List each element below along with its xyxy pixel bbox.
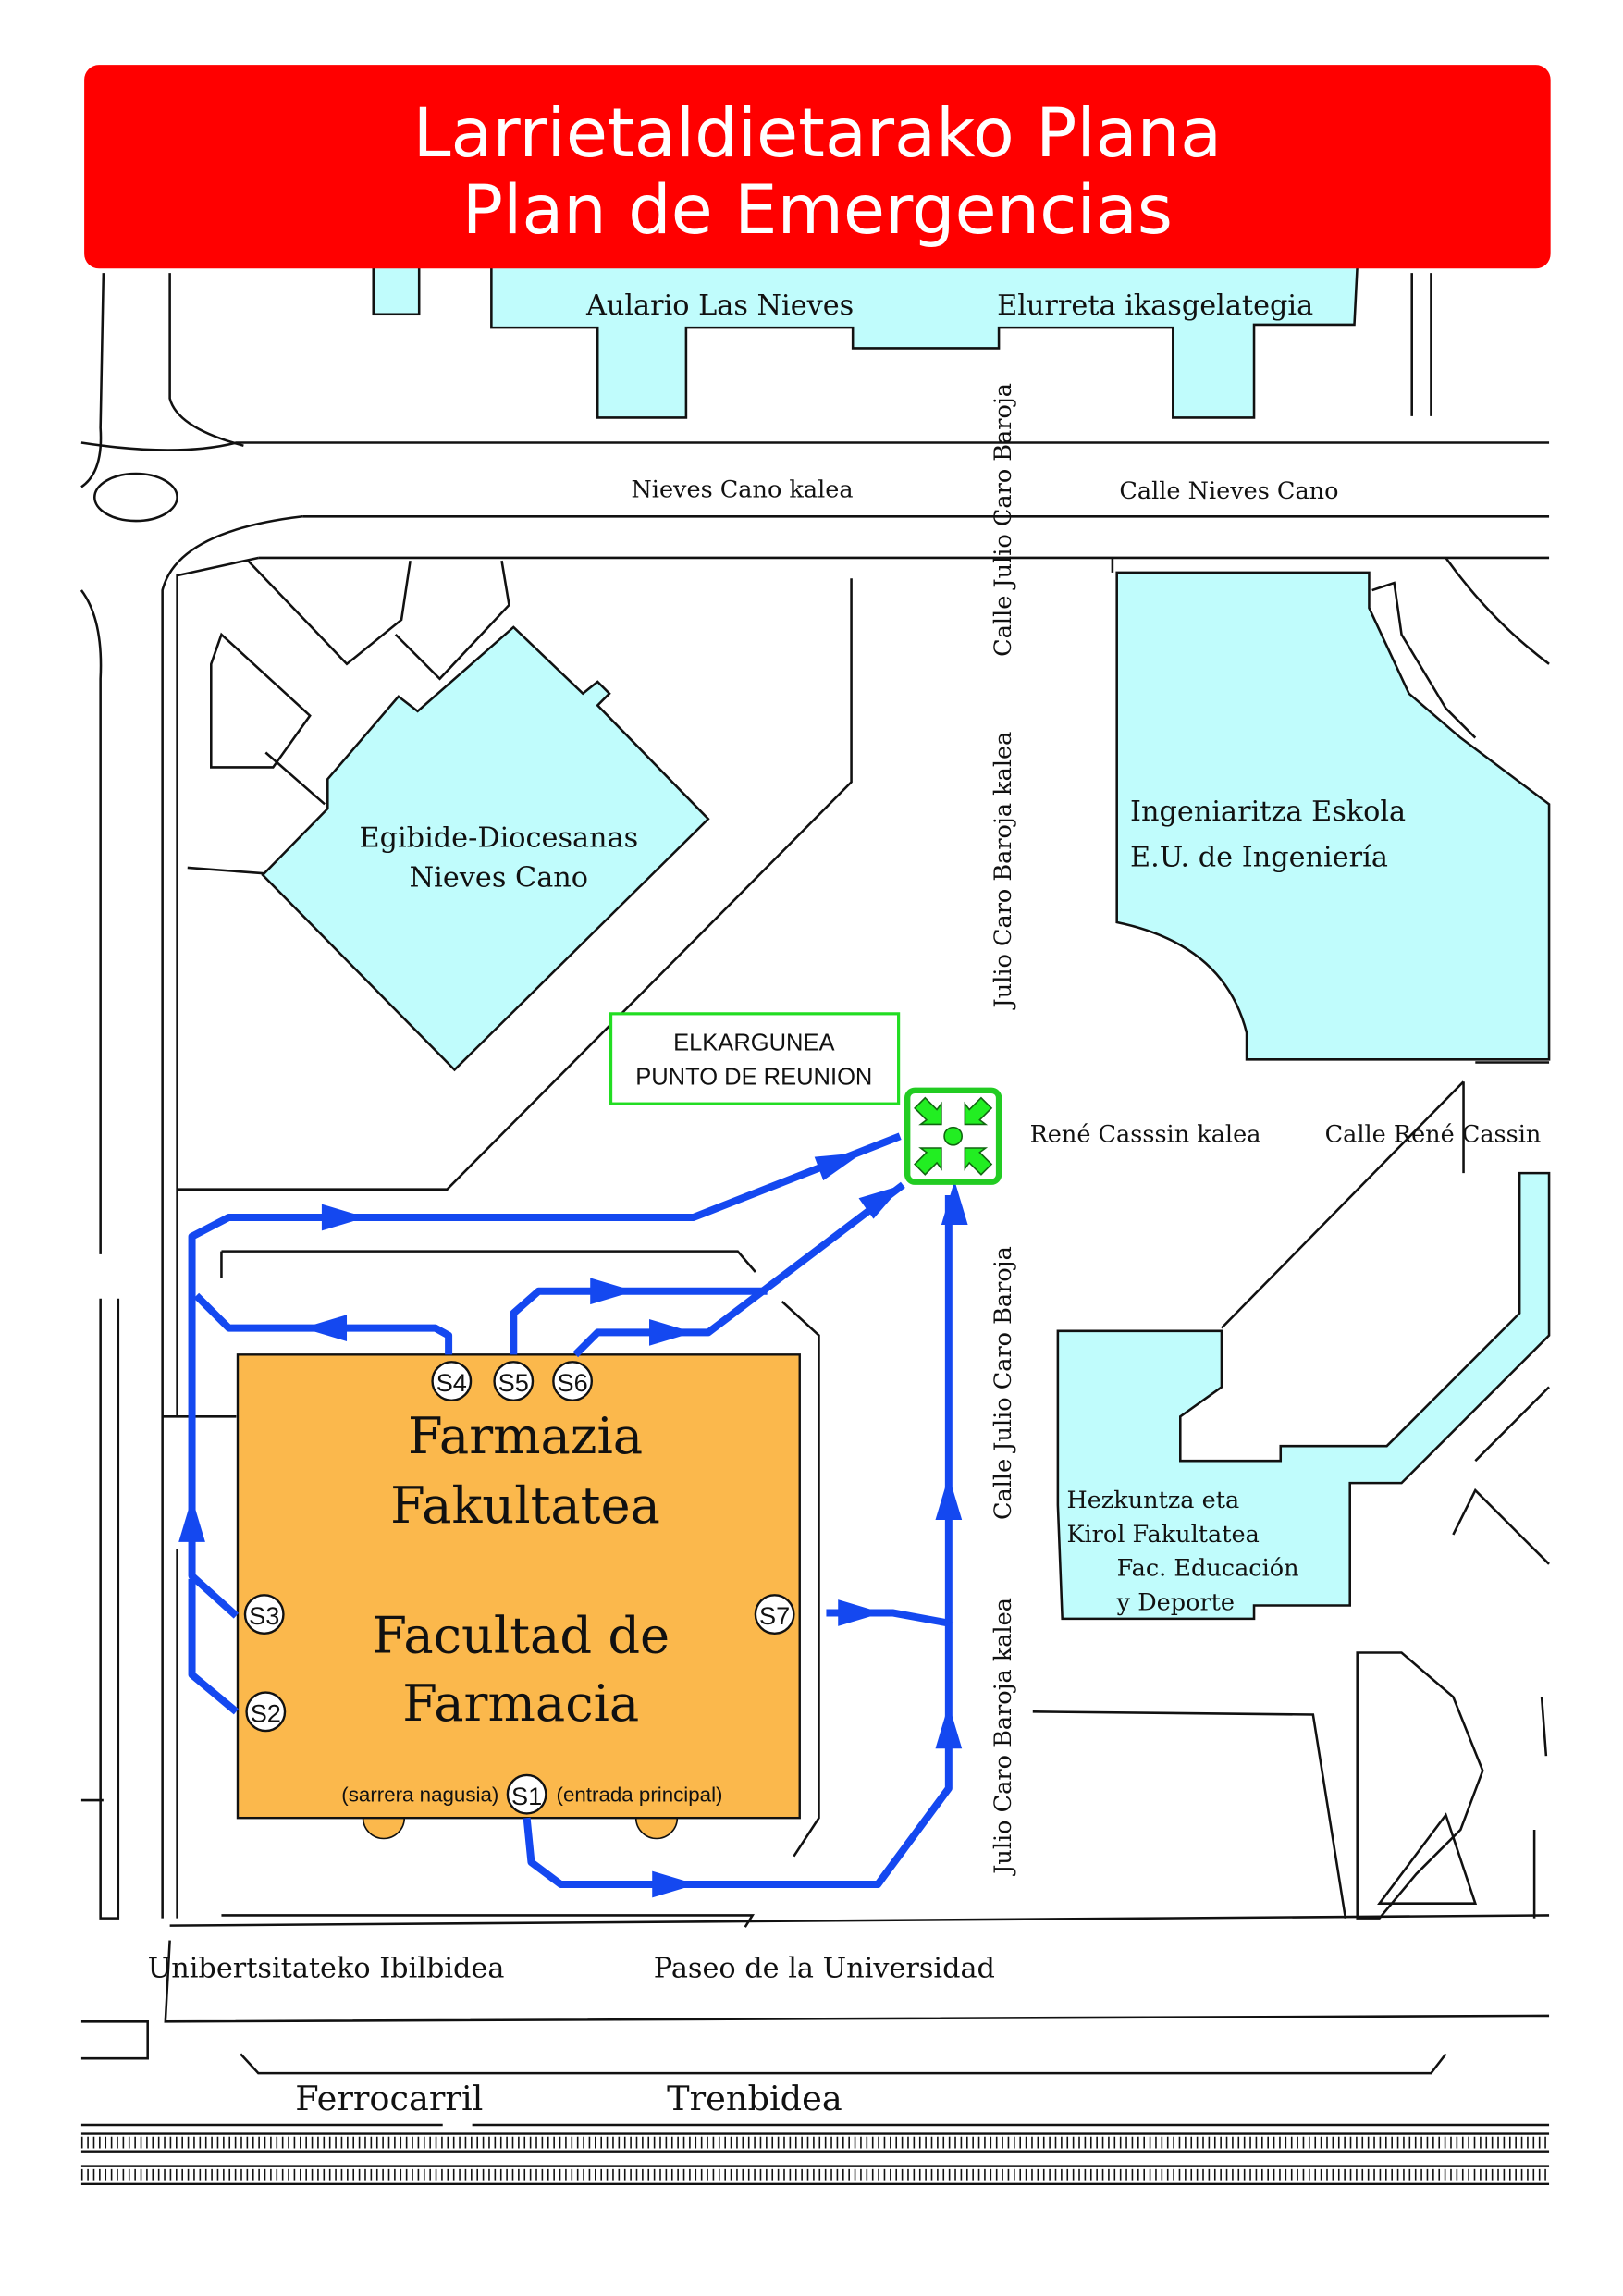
svg-text:S7: S7 <box>759 1601 790 1630</box>
label-trenbidea: Trenbidea <box>667 2079 842 2118</box>
meeting-point-label: ELKARGUNEA PUNTO DE REUNION <box>609 1012 901 1105</box>
label-farmacia-4: Farmacia <box>402 1674 639 1733</box>
hezkuntza-building <box>1056 1171 1551 1621</box>
title-spanish: Plan de Emergencias <box>462 171 1173 250</box>
label-ferrocarril: Ferrocarril <box>295 2079 483 2118</box>
street-julio-eu-mid: Julio Caro Baroja kalea <box>990 732 1017 1011</box>
exit-s7: S7 <box>754 1594 795 1635</box>
small-building <box>372 264 421 316</box>
exit-s2: S2 <box>245 1691 287 1733</box>
label-farmacia-3: Facultad de <box>372 1607 670 1665</box>
farmacia-building: Farmazia Fakultatea Facultad de Farmacia… <box>236 1353 801 1840</box>
svg-text:PUNTO DE REUNION: PUNTO DE REUNION <box>635 1064 872 1090</box>
svg-text:S1: S1 <box>511 1782 542 1810</box>
svg-text:S5: S5 <box>498 1368 529 1397</box>
street-paseo-eu: Unibertsitateko Ibilbidea <box>148 1952 505 1984</box>
label-hezkuntza-4: y Deporte <box>1116 1588 1235 1616</box>
label-elurreta: Elurreta ikasgelategia <box>997 290 1313 322</box>
title-basque: Larrietaldietarako Plana <box>413 94 1222 173</box>
header-banner: Larrietaldietarako Plana Plan de Emergen… <box>84 65 1551 269</box>
svg-text:S6: S6 <box>558 1368 588 1397</box>
label-egibide-2: Nieves Cano <box>410 862 588 895</box>
street-julio-eu-low: Julio Caro Baroja kalea <box>990 1598 1017 1877</box>
street-nieves-es: Calle Nieves Cano <box>1119 477 1338 505</box>
assembly-point-icon <box>904 1087 1002 1185</box>
exit-markers: S1 S2 S3 S4 S5 S6 S7 <box>243 1361 795 1815</box>
exit-s4: S4 <box>431 1361 473 1401</box>
label-entrance-es: (entrada principal) <box>557 1784 723 1807</box>
svg-text:S2: S2 <box>251 1699 281 1728</box>
aulario-building <box>490 264 1359 419</box>
street-rene-es: Calle René Cassin <box>1325 1121 1542 1149</box>
svg-text:S4: S4 <box>436 1368 467 1397</box>
road-lines <box>80 273 1550 2127</box>
egibide-building <box>261 625 710 1072</box>
street-paseo-es: Paseo de la Universidad <box>654 1952 995 1984</box>
label-hezkuntza-3: Fac. Educación <box>1117 1555 1299 1583</box>
label-entrance-eu: (sarrera nagusia) <box>341 1784 498 1807</box>
evacuation-routes <box>178 1132 968 1898</box>
label-aulario: Aulario Las Nieves <box>585 290 854 322</box>
ingenieria-building <box>1115 571 1551 1061</box>
svg-text:ELKARGUNEA: ELKARGUNEA <box>673 1031 834 1056</box>
label-farmacia-1: Farmazia <box>408 1407 643 1465</box>
exit-s6: S6 <box>552 1361 594 1401</box>
railway <box>80 2132 1550 2185</box>
label-farmacia-2: Fakultatea <box>390 1476 660 1535</box>
street-julio-es-low: Calle Julio Caro Baroja <box>990 1246 1017 1520</box>
svg-text:S3: S3 <box>249 1601 279 1630</box>
label-hezkuntza-2: Kirol Fakultatea <box>1066 1521 1259 1549</box>
exit-s3: S3 <box>243 1594 285 1635</box>
street-julio-es-top: Calle Julio Caro Baroja <box>990 383 1017 657</box>
label-ingenieria-2: E.U. de Ingeniería <box>1130 841 1388 873</box>
label-egibide-1: Egibide-Diocesanas <box>359 822 638 855</box>
exit-s5: S5 <box>493 1361 535 1401</box>
label-hezkuntza-1: Hezkuntza eta <box>1066 1487 1239 1514</box>
exit-s1: S1 <box>506 1773 547 1815</box>
street-rene-eu: René Casssin kalea <box>1030 1121 1261 1149</box>
street-nieves-eu: Nieves Cano kalea <box>631 476 853 504</box>
label-ingenieria-1: Ingeniaritza Eskola <box>1130 796 1406 828</box>
